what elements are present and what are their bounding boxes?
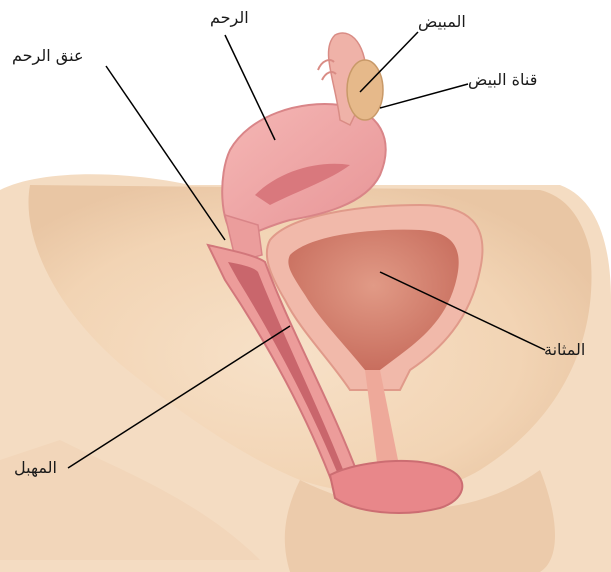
label-bladder: المثانة (544, 340, 585, 360)
label-cervix: عنق الرحم (12, 46, 84, 66)
ovary (347, 60, 383, 120)
label-ovary: المبيض (418, 12, 466, 32)
leader-line-uterus (225, 35, 275, 140)
label-vagina: المهبل (14, 458, 57, 478)
leader-line-tube (380, 84, 468, 108)
label-uterus: الرحم (210, 8, 249, 28)
label-fallopian-tube: قناة البيض (468, 70, 537, 90)
vulva (330, 461, 462, 513)
